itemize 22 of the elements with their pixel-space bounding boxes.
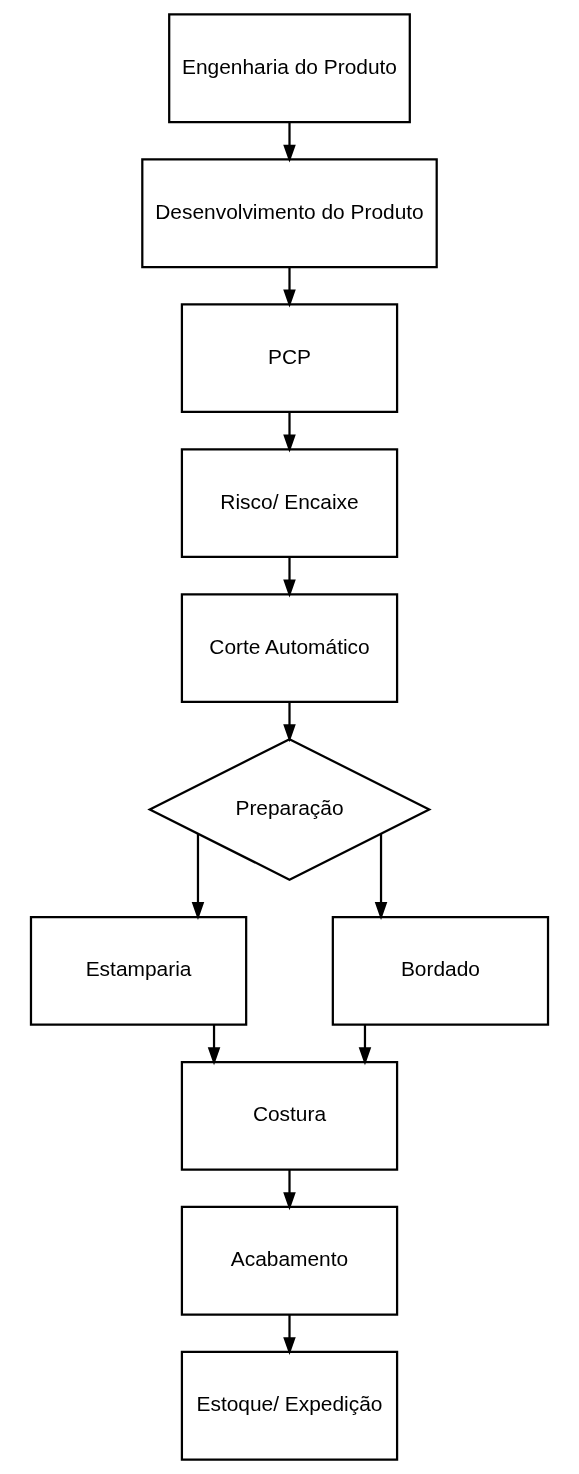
arrow: [283, 702, 296, 743]
arrow: [283, 267, 296, 308]
arrow: [283, 1169, 296, 1211]
arrow: [358, 1024, 372, 1066]
node-box: Risco/ Encaixe: [180, 448, 399, 559]
arrow: [207, 1024, 221, 1066]
node-box: PCP: [180, 303, 399, 414]
node-box: Bordado: [331, 915, 550, 1026]
arrow: [283, 557, 296, 598]
arrow: [374, 834, 388, 921]
node-box: Estoque/ Expedição: [180, 1350, 399, 1461]
arrow: [283, 1314, 296, 1356]
node-box: Desenvolvimento do Produto: [141, 158, 438, 269]
node-box: Acabamento: [180, 1205, 399, 1316]
arrow: [283, 122, 296, 163]
node-box: Estamparia: [29, 915, 248, 1026]
node-diamond: Preparação: [147, 738, 432, 881]
node-box: Costura: [180, 1060, 399, 1171]
node-box: Corte Automático: [180, 593, 399, 703]
node-box: Engenharia do Produto: [168, 13, 411, 124]
arrow: [283, 412, 296, 453]
arrow: [191, 834, 205, 921]
